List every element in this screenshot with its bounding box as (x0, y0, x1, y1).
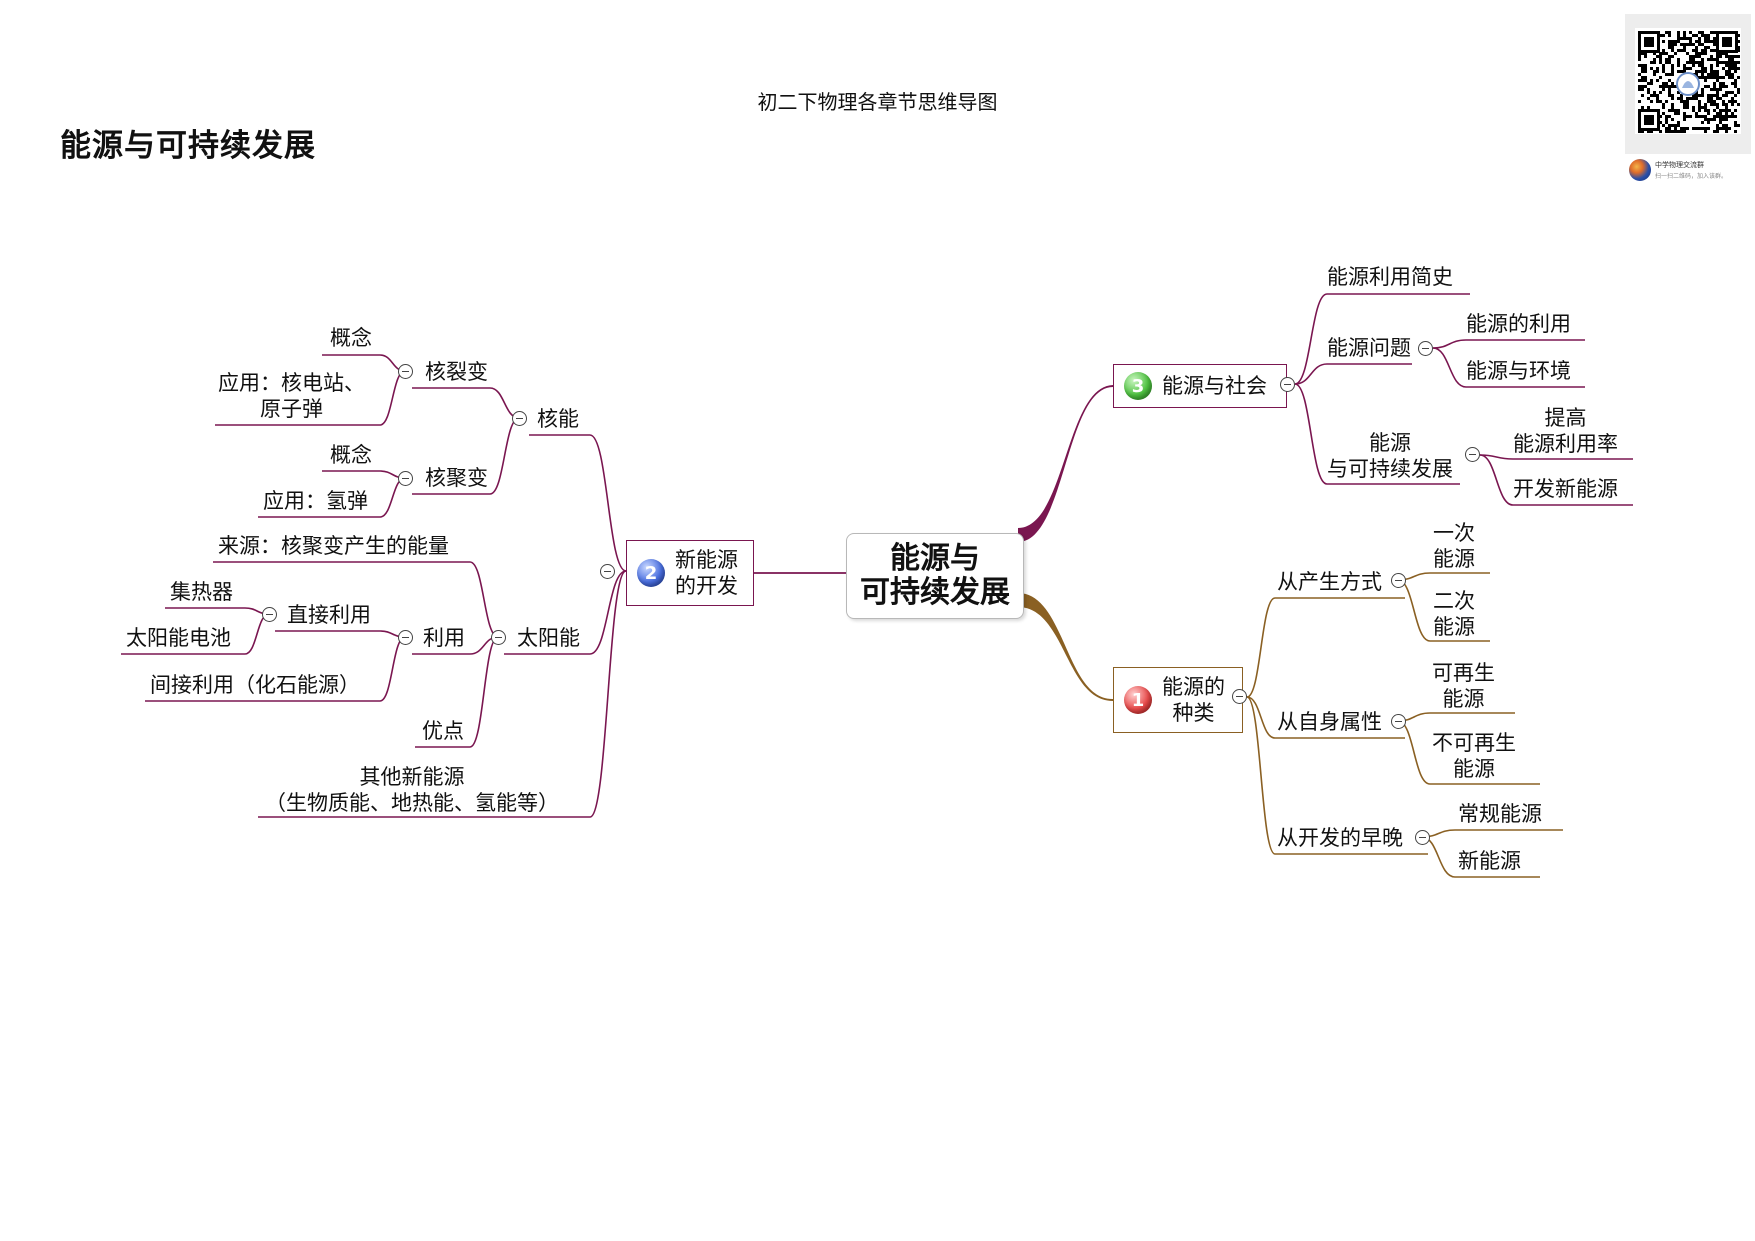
qr-caption-title: 中学物理交流群 (1655, 161, 1704, 169)
page-title: 能源与可持续发展 (60, 128, 316, 164)
connector-line (1432, 339, 1467, 349)
branch-energy-society[interactable]: 3 能源与社会 (1113, 364, 1287, 408)
priority-2-icon: 2 (637, 559, 665, 587)
header-title: 初二下物理各章节思维导图 (757, 90, 998, 114)
node-fusion-application[interactable]: 应用：氢弹 (263, 489, 368, 513)
collapse-time-button[interactable] (1415, 830, 1430, 845)
connector-center-society (1018, 385, 1113, 542)
node-other-new-energy[interactable]: 其他新能源 （生物质能、地热能、氢能等） (265, 765, 559, 815)
branch-energy-society-label: 能源与社会 (1162, 374, 1267, 398)
branch-energy-types-label: 能源的 种类 (1162, 675, 1225, 725)
collapse-fusion-button[interactable] (398, 471, 413, 486)
collapse-new-energy-button[interactable] (600, 564, 615, 579)
node-energy-problems[interactable]: 能源问题 (1327, 336, 1411, 360)
branch-energy-types[interactable]: 1 能源的 种类 (1113, 667, 1243, 733)
collapse-direct-use-button[interactable] (262, 607, 277, 622)
group-logo-icon (1629, 159, 1651, 181)
node-energy-history[interactable]: 能源利用简史 (1327, 265, 1453, 289)
collapse-solar-button[interactable] (491, 630, 506, 645)
connector-line (589, 570, 627, 655)
connector-line (379, 636, 406, 702)
node-nonrenewable[interactable]: 不可再生 能源 (1432, 731, 1516, 781)
connector-line (1246, 597, 1276, 698)
node-conventional-energy[interactable]: 常规能源 (1458, 802, 1542, 826)
connector-line (1294, 293, 1328, 385)
qr-code-icon (1635, 28, 1741, 134)
node-fusion-concept[interactable]: 概念 (330, 443, 372, 467)
node-renewable[interactable]: 可再生 能源 (1432, 661, 1495, 711)
node-solar-cell[interactable]: 太阳能电池 (126, 626, 231, 650)
node-fusion[interactable]: 核聚变 (425, 466, 488, 490)
qr-code (1625, 14, 1751, 154)
connector-line (1432, 347, 1467, 388)
connector-center-types (1018, 593, 1113, 701)
node-improve-efficiency[interactable]: 提高 能源利用率 (1513, 406, 1618, 456)
connector-line (1397, 579, 1431, 642)
node-energy-environment[interactable]: 能源与环境 (1466, 359, 1571, 383)
connector-line (589, 434, 627, 572)
connector-line (489, 417, 520, 495)
connector-line (379, 370, 406, 426)
node-fission-concept[interactable]: 概念 (330, 326, 372, 350)
collapse-fission-button[interactable] (398, 364, 413, 379)
collapse-nuclear-button[interactable] (512, 411, 527, 426)
node-direct-use[interactable]: 直接利用 (287, 603, 371, 627)
connector-line (1294, 363, 1328, 385)
node-by-development-time[interactable]: 从开发的早晚 (1277, 826, 1403, 850)
node-develop-new-energy[interactable]: 开发新能源 (1513, 477, 1618, 501)
connector-line (1479, 454, 1514, 506)
central-topic[interactable]: 能源与 可持续发展 (846, 533, 1024, 619)
node-energy-use[interactable]: 能源的利用 (1466, 312, 1571, 336)
connector-line (1246, 696, 1276, 739)
connector-line (1246, 696, 1276, 855)
node-fission-application[interactable]: 应用：核电站、 原子弹 (218, 371, 365, 421)
node-secondary-energy[interactable]: 二次 能源 (1433, 589, 1475, 639)
collapse-utilize-button[interactable] (398, 630, 413, 645)
priority-1-icon: 1 (1124, 686, 1152, 714)
node-indirect-use[interactable]: 间接利用（化石能源） (150, 673, 360, 697)
collapse-types-button[interactable] (1232, 689, 1247, 704)
connector-line (1397, 720, 1431, 785)
collapse-problems-button[interactable] (1418, 341, 1433, 356)
branch-new-energy[interactable]: 2 新能源 的开发 (626, 540, 754, 606)
node-new-energy-source[interactable]: 新能源 (1458, 849, 1521, 873)
node-primary-energy[interactable]: 一次 能源 (1433, 521, 1475, 571)
qr-footer: 中学物理交流群 扫一扫二维码，加入该群。 (1625, 156, 1751, 186)
node-nuclear[interactable]: 核能 (537, 407, 579, 431)
node-advantages[interactable]: 优点 (422, 719, 464, 743)
branch-new-energy-label: 新能源 的开发 (675, 548, 738, 598)
node-by-property[interactable]: 从自身属性 (1277, 710, 1382, 734)
connector-line (589, 570, 627, 818)
collapse-sustainable-button[interactable] (1465, 447, 1480, 462)
collapse-property-button[interactable] (1391, 714, 1406, 729)
node-solar-collector[interactable]: 集热器 (170, 580, 233, 604)
node-solar[interactable]: 太阳能 (517, 626, 580, 650)
node-fission[interactable]: 核裂变 (425, 360, 488, 384)
node-utilize[interactable]: 利用 (423, 626, 465, 650)
collapse-society-button[interactable] (1280, 377, 1295, 392)
collapse-production-button[interactable] (1391, 573, 1406, 588)
priority-3-icon: 3 (1124, 372, 1152, 400)
node-by-production[interactable]: 从产生方式 (1277, 570, 1382, 594)
connector-line (469, 561, 499, 638)
connector-line (1294, 383, 1328, 485)
qr-caption-subtitle: 扫一扫二维码，加入该群。 (1655, 173, 1728, 180)
node-solar-source[interactable]: 来源：核聚变产生的能量 (218, 534, 449, 558)
node-sustainable[interactable]: 能源 与可持续发展 (1327, 431, 1453, 481)
